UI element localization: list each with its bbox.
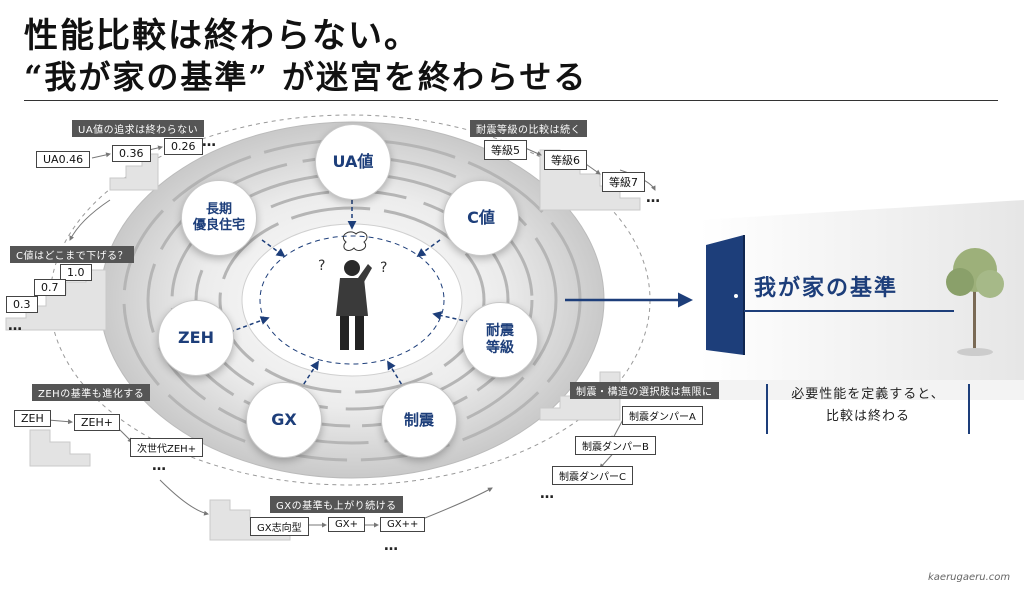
gx-step-1: GX志向型 <box>250 517 309 536</box>
center-dashed-ring <box>259 235 445 365</box>
ua-path-tag: UA値の追求は終わらない <box>72 120 205 137</box>
exit-door-icon <box>706 235 745 355</box>
taishin-step-3: 等級7 <box>602 172 645 192</box>
goal-quote: 必要性能を定義すると、 比較は終わる <box>766 384 970 434</box>
seishin-step-3: 制震ダンパーC <box>552 466 633 485</box>
seishin-path-tag: 制震・構造の選択肢は無限に <box>570 382 719 399</box>
taishin-more: … <box>646 190 662 206</box>
c-path-tag: C値はどこまで下げる？ <box>10 246 135 263</box>
goal-label: 我が家の基準 <box>754 276 899 301</box>
node-gx: GX <box>246 382 322 458</box>
gx-more: … <box>384 538 400 554</box>
title-line-2: “我が家の基準” が迷宮を終わらせる <box>24 58 588 96</box>
gx-step-3: GX++ <box>380 517 426 532</box>
room-floor <box>700 380 1024 400</box>
zeh-step-2: ZEH+ <box>74 414 120 431</box>
c-more: … <box>8 318 24 334</box>
title-line-1: 性能比較は終わらない。 <box>24 16 420 56</box>
svg-text:?: ? <box>318 258 325 274</box>
node-damping: 制震 <box>381 382 457 458</box>
node-ua-value: UA値 <box>315 124 391 200</box>
seishin-more: … <box>540 486 556 502</box>
zeh-step-1: ZEH <box>14 410 51 427</box>
ua-step-3: 0.26 <box>164 138 203 155</box>
seishin-step-2: 制震ダンパーB <box>575 436 656 455</box>
node-zeh: ZEH <box>158 300 234 376</box>
zeh-step-3: 次世代ZEH+ <box>130 438 204 457</box>
seishin-step-1: 制震ダンパーA <box>622 406 703 425</box>
site-credit: kaerugaeru.com <box>928 572 1011 583</box>
ua-step-2: 0.36 <box>112 145 151 162</box>
c-step-2: 0.7 <box>34 279 66 296</box>
ua-more: … <box>202 134 218 150</box>
taishin-path-tag: 耐震等級の比較は続く <box>470 120 587 137</box>
goal-quote-line-1: 必要性能を定義すると、 <box>791 387 945 402</box>
goal-quote-line-2: 比較は終わる <box>825 409 910 424</box>
zeh-more: … <box>152 458 168 474</box>
confused-person: ? ? <box>318 231 387 350</box>
goal-underline <box>744 310 954 312</box>
node-arrows <box>229 200 471 391</box>
staircases <box>5 149 641 541</box>
node-seismic-grade: 耐震等級 <box>462 302 538 378</box>
ua-step-1: UA0.46 <box>36 151 91 168</box>
taishin-step-2: 等級6 <box>544 150 587 170</box>
node-long-life-housing: 長期優良住宅 <box>181 180 257 256</box>
zeh-path-tag: ZEHの基準も進化する <box>32 384 151 401</box>
svg-text:?: ? <box>380 260 387 276</box>
node-c-value: C値 <box>443 180 519 256</box>
c-step-1: 1.0 <box>60 264 92 281</box>
gx-path-tag: GXの基準も上がり続ける <box>270 496 403 513</box>
taishin-step-1: 等級5 <box>484 140 527 160</box>
title-divider <box>24 100 998 101</box>
tree-icon <box>946 248 1004 356</box>
room-background <box>700 200 1024 380</box>
c-step-3: 0.3 <box>6 296 38 313</box>
gx-step-2: GX+ <box>328 517 365 532</box>
